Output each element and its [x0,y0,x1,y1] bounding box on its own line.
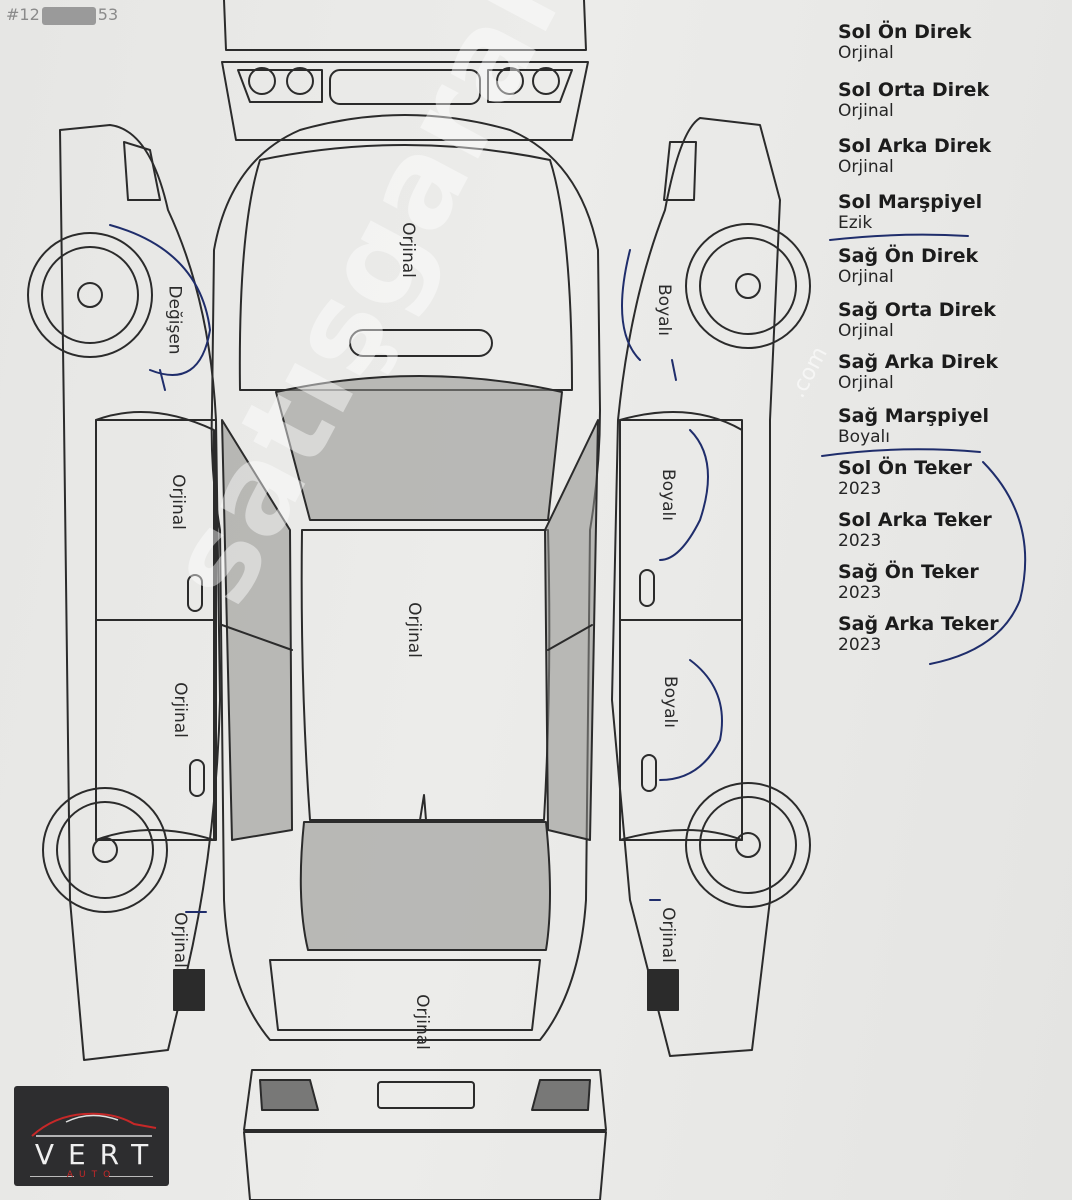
right-side-view [611,117,811,1057]
label-right-front-fender: Boyalı [654,284,674,336]
listing-id-suffix: 53 [97,5,119,24]
left-side-view [27,124,221,1061]
label-trunk: Orjinal [411,994,432,1050]
listing-id-tag: #12 53 [0,2,124,28]
label-left-front-door: Orjinal [167,474,188,530]
label-right-rear-fender: Orjinal [657,907,678,963]
car-silhouette-icon [31,1112,157,1137]
logo-rule-left [30,1176,74,1177]
label-right-rear-door: Boyalı [660,676,680,728]
logo-name: VERT [34,1138,163,1171]
redacted-block [41,6,96,25]
label-hood: Orjinal [397,222,418,278]
label-left-front-fender: Değişen [164,285,185,355]
label-left-rear-door: Orjinal [169,682,190,738]
rear-view [243,1069,607,1200]
label-left-rear-fender: Orjinal [169,912,190,968]
pen-marks [109,224,1027,913]
logo-sub: AUTO [66,1170,117,1180]
label-right-front-door: Boyalı [658,469,678,521]
dealer-logo: VERT AUTO [14,1086,169,1186]
front-view [221,0,589,141]
label-roof: Orjinal [403,602,424,658]
listing-id-prefix: #12 [6,5,40,24]
logo-rule-right [109,1176,153,1177]
